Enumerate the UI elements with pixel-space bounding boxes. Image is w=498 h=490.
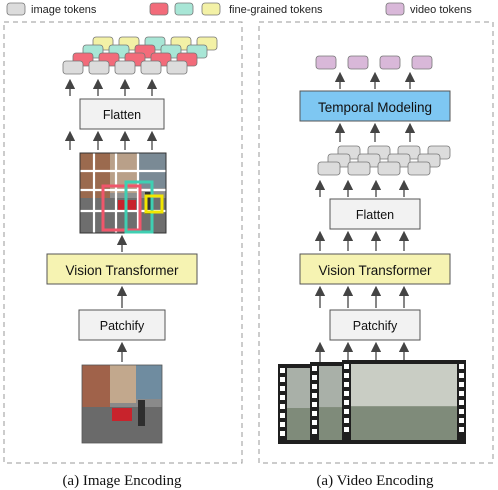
video-arrows-frames-to-patchify [314, 341, 410, 362]
temporal-modeling-label: Temporal Modeling [318, 100, 432, 115]
input-street-image [81, 364, 163, 444]
image-patchify-box [78, 309, 166, 341]
video-token [379, 55, 401, 70]
image-vit-label: Vision Transformer [65, 263, 179, 278]
video-frame [342, 360, 466, 444]
image-token [317, 161, 341, 176]
video-token-row [315, 55, 433, 70]
video-flatten-label: Flatten [356, 208, 394, 222]
legend-fine-yellow-swatch [201, 2, 221, 16]
image-token [377, 161, 401, 176]
image-token [140, 60, 162, 75]
legend-video-token-swatch [385, 2, 405, 16]
video-patchify-label: Patchify [353, 319, 398, 333]
video-patchify-box [329, 309, 421, 341]
legend-fine-teal-swatch [174, 2, 194, 16]
image-token [407, 161, 431, 176]
image-token [347, 161, 371, 176]
image-panel: Flatten [46, 36, 218, 489]
video-frames-filmstrip [278, 360, 466, 444]
video-vit-label: Vision Transformer [318, 263, 432, 278]
image-flatten-label: Flatten [103, 108, 141, 122]
legend-fine-red-swatch [149, 2, 169, 16]
video-arrows-patchify-to-vit [314, 285, 410, 308]
fine-grained-yellow-region [144, 194, 164, 214]
legend-video-tokens-label: video tokens [410, 4, 472, 16]
video-panel-border [258, 21, 494, 464]
video-flatten-box [329, 198, 421, 230]
image-token [114, 60, 136, 75]
video-image-token-stack [317, 145, 451, 176]
image-arrows-flatten-to-tokens [64, 78, 158, 96]
video-arrows-flatten-to-tokens [314, 179, 410, 197]
image-panel-border [3, 21, 243, 464]
legend-image-token-swatch [6, 2, 26, 16]
video-token [411, 55, 433, 70]
video-panel: Temporal Modeling Flatten Vision Transfo… [278, 55, 466, 489]
legend: image tokens fine-grained tokens video t… [6, 2, 472, 16]
fine-grained-red-region [101, 184, 142, 232]
video-arrows-temporal-to-tokens [334, 71, 416, 89]
video-caption: (a) Video Encoding [316, 473, 434, 489]
image-patchify-label: Patchify [100, 319, 145, 333]
legend-fine-grained-tokens-label: fine-grained tokens [229, 4, 323, 16]
image-token-stack [62, 36, 218, 75]
image-token [62, 60, 84, 75]
fine-grained-teal-region [124, 180, 154, 234]
image-token [88, 60, 110, 75]
image-caption: (a) Image Encoding [62, 473, 182, 489]
image-token [166, 60, 188, 75]
video-token [315, 55, 337, 70]
video-vit-box [299, 253, 451, 285]
video-arrows-tokens-to-temporal [334, 122, 416, 142]
image-flatten-box [79, 98, 165, 130]
video-token [347, 55, 369, 70]
image-vit-box [46, 253, 198, 285]
image-arrows-patches-to-flatten [64, 130, 158, 150]
temporal-modeling-box [299, 90, 451, 122]
legend-image-tokens-label: image tokens [31, 4, 97, 16]
video-arrows-vit-to-flatten [314, 230, 410, 251]
